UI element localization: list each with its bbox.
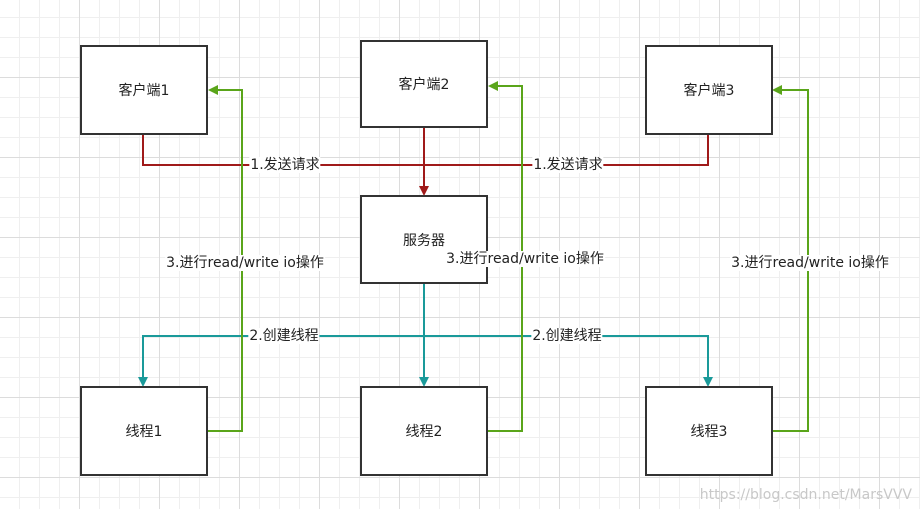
create-label-right: 2.创建线程: [531, 328, 603, 344]
request-label-left: 1.发送请求: [249, 157, 321, 173]
io-label-1: 3.进行read/write io操作: [165, 255, 325, 271]
create-edge-thread3: [424, 335, 713, 387]
thread-node-2: 线程2: [360, 386, 488, 476]
server-node: 服务器: [360, 195, 488, 284]
client-node-1: 客户端1: [80, 45, 208, 135]
thread-node-3: 线程3: [645, 386, 773, 476]
request-label-right: 1.发送请求: [532, 157, 604, 173]
create-edge-thread1: [138, 335, 424, 387]
create-label-left: 2.创建线程: [248, 328, 320, 344]
request-edge-client3: [424, 135, 709, 166]
thread-node-1: 线程1: [80, 386, 208, 476]
client-node-2: 客户端2: [360, 40, 488, 128]
io-label-2: 3.进行read/write io操作: [445, 251, 605, 267]
client-node-3: 客户端3: [645, 45, 773, 135]
watermark: https://blog.csdn.net/MarsVVV: [699, 487, 912, 503]
io-label-3: 3.进行read/write io操作: [730, 255, 890, 271]
request-edge-client1: [142, 135, 424, 166]
